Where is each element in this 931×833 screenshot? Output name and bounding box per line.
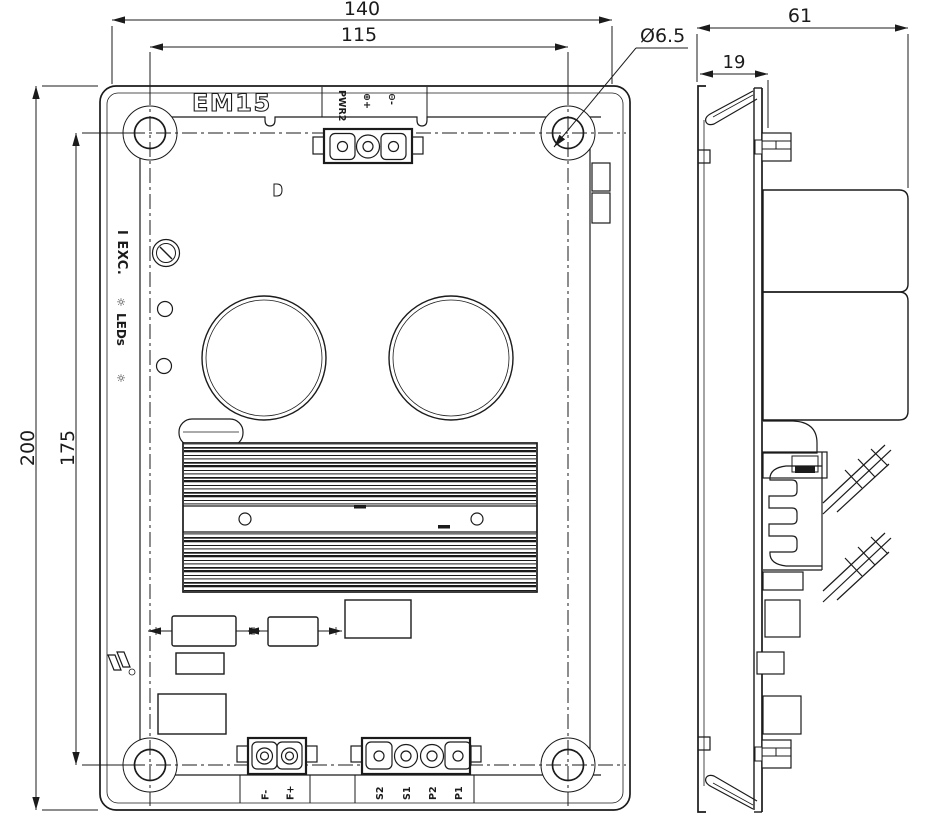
bottom-terminal-label-f-minus: F- <box>261 790 272 800</box>
model-label: EM15 <box>192 89 272 117</box>
mounting-hole-bottom-left <box>133 748 167 782</box>
side-component-2 <box>764 599 801 638</box>
dimension-hole-diameter: Ø6.5 <box>553 25 688 148</box>
dimension-front-width-overall: 140 <box>111 0 613 84</box>
front-housing-inner-outline <box>106 92 624 804</box>
led-label: LEDs <box>114 313 128 346</box>
led-indicator-2 <box>155 357 173 375</box>
dimension-side-depth-overall: 61 <box>696 5 909 188</box>
led-indicator-1 <box>156 300 174 318</box>
side-heatsink-clamp <box>762 420 828 479</box>
component-block-1 <box>344 599 412 639</box>
side-bottom-connector <box>754 739 792 769</box>
dimension-front-width-mounting: 115 <box>149 24 569 96</box>
capacitor-right <box>388 295 514 421</box>
mounting-holes <box>133 116 585 782</box>
dim-label-115: 115 <box>341 24 377 46</box>
dim-label-200: 200 <box>17 430 39 466</box>
heatsink-screw-left <box>238 512 252 526</box>
bottom-connector-4pin <box>350 736 482 776</box>
top-terminal-label-2: ⊕+ <box>361 93 372 109</box>
heatsink-fins-lower <box>822 532 892 603</box>
dim-label-hole-dia: Ø6.5 <box>640 25 685 47</box>
excitation-current-label: I EXC. <box>114 230 129 275</box>
bottom-label-strip: F- F+ S2 S1 P2 P1 <box>239 775 475 803</box>
top-label-strip: PWR2 ⊕+ ⊖- <box>321 87 428 121</box>
sun-icon-bottom: ☼ <box>116 372 126 385</box>
heatsink-screw-right <box>470 512 484 526</box>
dimension-front-height-mounting: 175 <box>57 132 130 766</box>
mounting-hole-bottom-right <box>551 748 585 782</box>
bottom-terminal-label-f-plus: F+ <box>286 786 297 800</box>
front-view: EM15 PWR2 ⊕+ ⊖- <box>99 85 631 811</box>
axial-component-1 <box>148 615 262 647</box>
top-terminal-label-3: ⊖- <box>386 93 397 105</box>
bottom-terminal-label-4: P1 <box>454 786 465 800</box>
side-top-connector <box>754 132 792 162</box>
bottom-terminal-label-2: S1 <box>402 787 413 800</box>
heatsink-clamp-tab <box>178 418 244 447</box>
side-component-3 <box>756 651 785 675</box>
top-terminal-label-1: PWR2 <box>336 90 347 121</box>
dim-label-140: 140 <box>344 0 380 20</box>
side-bottom-tab <box>698 736 758 810</box>
top-connector <box>312 127 424 165</box>
dim-label-175: 175 <box>57 430 79 466</box>
side-top-tab <box>698 90 758 164</box>
axial-component-2 <box>246 616 342 647</box>
mounting-hole-top-right <box>551 116 585 150</box>
polarity-mark <box>273 183 283 197</box>
mounting-hole-top-left <box>133 116 167 150</box>
side-plate <box>697 85 763 813</box>
sun-icon-top: ☼ <box>116 296 126 309</box>
brand-logo-icon <box>107 651 136 676</box>
bottom-connector-2pin <box>236 736 318 776</box>
heatsink-front <box>178 418 538 593</box>
vent-slots <box>591 162 611 224</box>
front-housing-outline <box>99 85 631 811</box>
dimension-front-height-overall: 200 <box>17 85 98 811</box>
component-block-2 <box>175 652 225 675</box>
heatsink-fins-upper <box>822 444 892 515</box>
heatsink-comb <box>768 465 822 567</box>
side-capacitor-block <box>762 189 909 421</box>
side-component-4 <box>762 695 802 735</box>
bottom-terminal-label-1: S2 <box>375 787 386 800</box>
capacitor-left <box>201 295 327 421</box>
dim-label-61: 61 <box>788 5 812 27</box>
dimension-side-depth-front: 19 <box>700 52 769 128</box>
bottom-terminal-label-3: P2 <box>428 786 439 800</box>
plate-top-edge <box>131 116 601 127</box>
heatsink-side <box>763 444 892 603</box>
side-component-1 <box>762 571 804 591</box>
dim-label-19: 19 <box>723 52 746 73</box>
potentiometer <box>151 238 181 268</box>
side-view: 61 19 <box>696 5 909 813</box>
component-block-3 <box>157 693 227 735</box>
